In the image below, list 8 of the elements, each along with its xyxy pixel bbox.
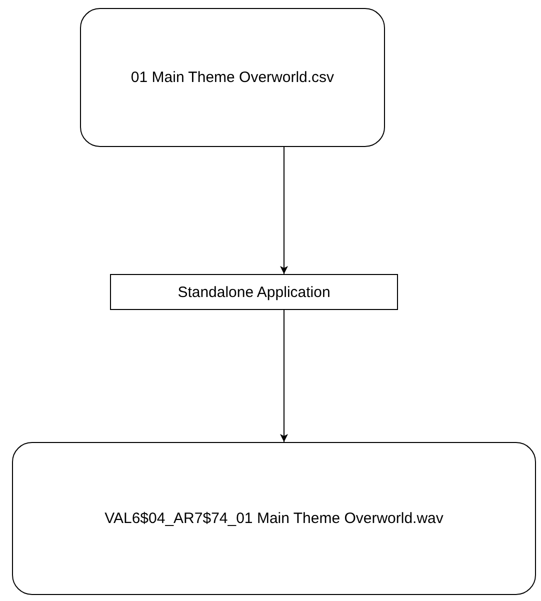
- node-label: 01 Main Theme Overworld.csv: [130, 69, 334, 86]
- arrow: [280, 146, 288, 274]
- node-label: VAL6$04_AR7$74_01 Main Theme Overworld.wav: [104, 510, 444, 527]
- node-label: Standalone Application: [178, 284, 330, 300]
- arrow: [280, 310, 288, 442]
- rounded-box: [12, 442, 536, 595]
- process-box: [110, 274, 398, 310]
- rounded-box: [80, 8, 385, 147]
